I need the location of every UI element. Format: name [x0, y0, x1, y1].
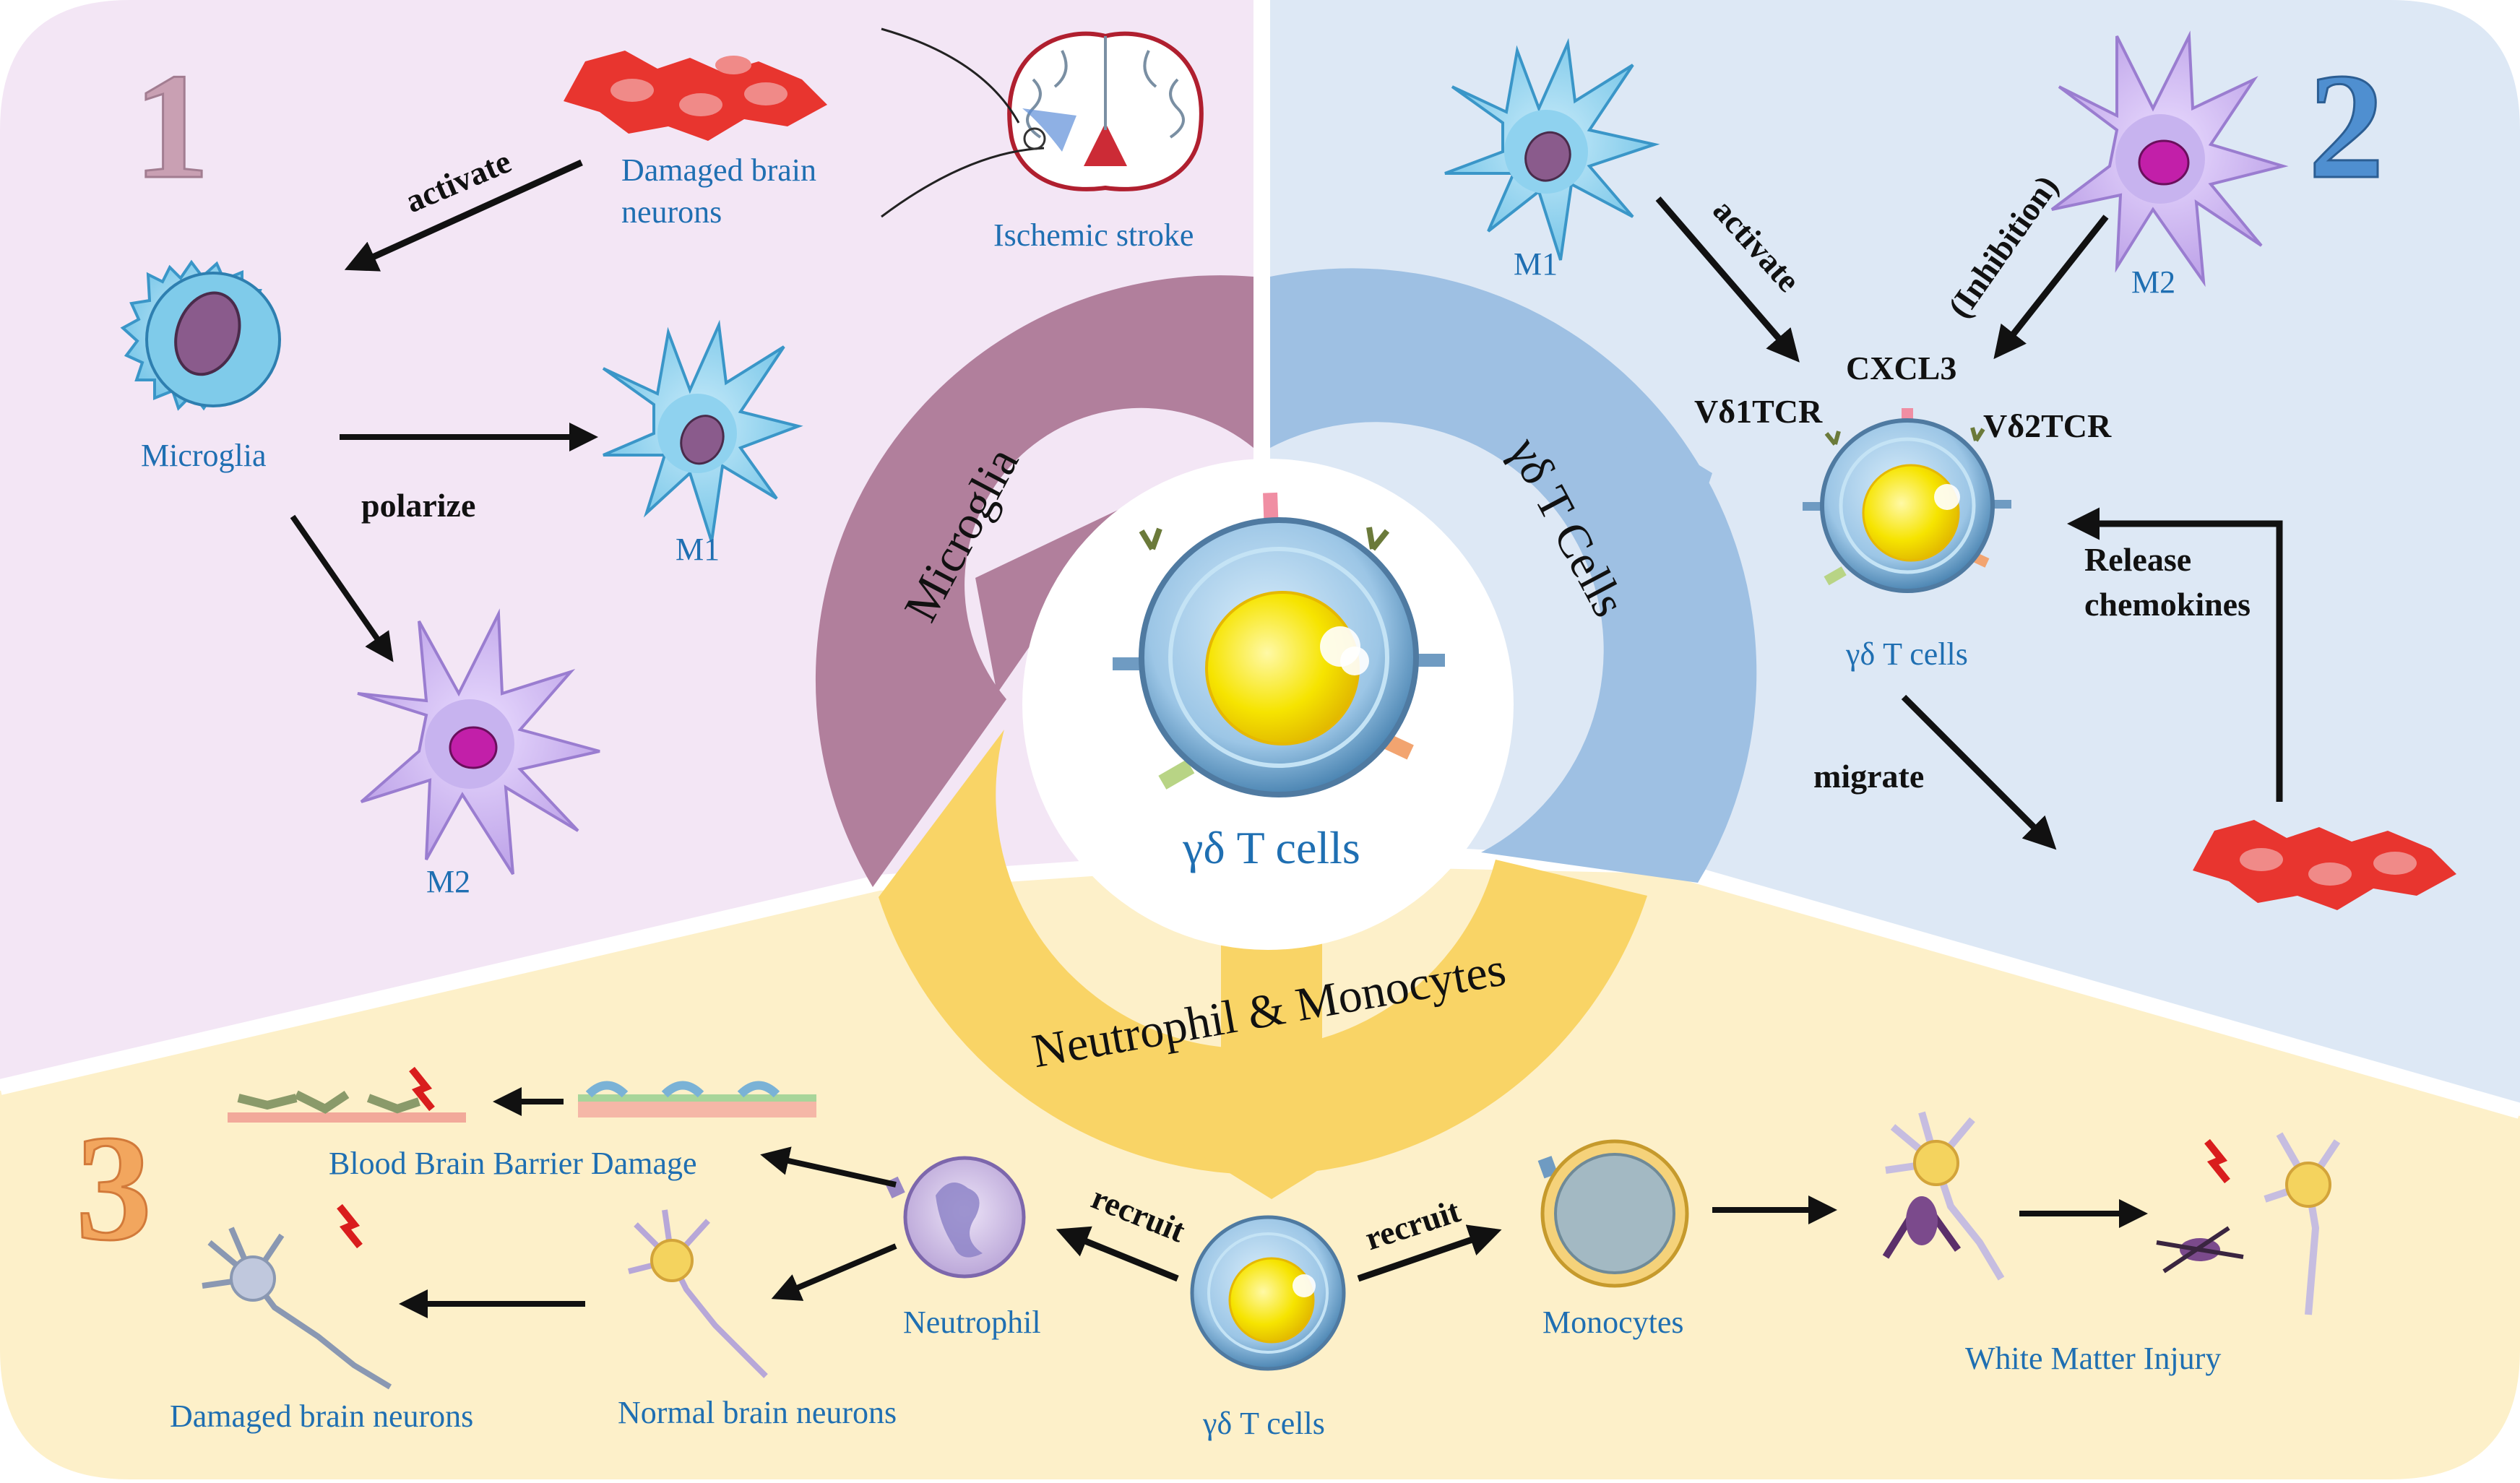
m2-label-p1: M2 [426, 864, 470, 899]
ring-segment-gd [1270, 268, 1757, 883]
neutrophil-cell [884, 1156, 1026, 1279]
bbb-healthy-icon [578, 1081, 816, 1117]
center-gd-t-cell [1113, 492, 1445, 797]
migrate-arrow [1901, 694, 2057, 850]
panel2-number: 2 [2308, 43, 2384, 210]
activate-arrow-p1 [344, 159, 583, 272]
normal-neurons-label: Normal brain neurons [618, 1395, 897, 1430]
monocytes-label: Monocytes [1542, 1305, 1684, 1340]
polarize-arrow-to-m2 [290, 514, 394, 662]
ring-segment-microglia [815, 275, 1253, 887]
damaged-neurons-label-line2: neurons [621, 194, 722, 230]
m1-label-p2: M1 [1514, 246, 1558, 282]
bbb-damaged-icon [228, 1066, 466, 1123]
gd-t-cell-p3 [1190, 1215, 1346, 1371]
recruit-left-arrow [1056, 1226, 1179, 1282]
ring-segment-neutro [879, 730, 1647, 1175]
neutrophil-label: Neutrophil [903, 1305, 1041, 1340]
brain-icon [1007, 31, 1204, 191]
monocyte-cell [1537, 1139, 1689, 1288]
gd-label-p3: γδ T cells [1202, 1406, 1325, 1441]
panel3-number: 3 [76, 1104, 152, 1272]
ring-arrow-gd [1611, 412, 1712, 571]
white-matter-icon-1 [1882, 1111, 2005, 1281]
vd2tcr-label: Vδ2TCR [1983, 407, 2112, 444]
center-gd-label: γδ T cells [1182, 822, 1360, 873]
damaged-neurons-icon-p2 [2193, 820, 2456, 910]
release-label-line1: Release [2084, 541, 2191, 578]
recruit-right-arrow [1357, 1224, 1502, 1282]
m1-cell-p2 [1444, 38, 1660, 261]
damaged-neurons-icon [564, 51, 827, 141]
microglia-label: Microglia [141, 438, 267, 473]
migrate-label: migrate [1813, 758, 1924, 795]
vd1tcr-label: Vδ1TCR [1694, 393, 1823, 430]
panel1-background [0, 0, 1253, 1084]
polarize-label: polarize [361, 487, 475, 524]
m2-cell-p1 [357, 608, 600, 875]
gd-label-p2: γδ T cells [1845, 636, 1968, 672]
stroke-pointer-lines [881, 27, 1045, 218]
bbb-damage-label: Blood Brain Barrier Damage [329, 1146, 697, 1181]
damaged-neurons-label-p3: Damaged brain neurons [170, 1398, 473, 1434]
m2-cell-p2 [2050, 30, 2289, 287]
m1-cell-p1 [602, 319, 803, 542]
activate-arrow-p2 [1655, 196, 1800, 363]
normal-neuron-icon [628, 1209, 768, 1378]
panel1-number: 1 [134, 43, 210, 210]
cxcl3-label: CXCL3 [1846, 350, 1956, 386]
m1-label-p1: M1 [676, 532, 720, 567]
neutrophil-to-bbb-arrow [760, 1146, 897, 1188]
release-chemokines-arrow [2067, 507, 2283, 802]
inhibition-arrow [1993, 215, 2109, 360]
gd-t-cell-p2 [1803, 408, 2011, 593]
ring-arrow-neutro [1167, 928, 1376, 1199]
neutrophil-to-neuron-arrow [771, 1243, 897, 1301]
release-label-line2: chemokines [2084, 586, 2251, 623]
white-matter-icon-2 [2156, 1132, 2341, 1315]
white-matter-label: White Matter Injury [1965, 1341, 2221, 1376]
damaged-neuron-icon [202, 1203, 392, 1390]
damaged-neurons-label-line1: Damaged brain [621, 152, 816, 188]
microglia-cell [120, 259, 281, 411]
ischemic-stroke-label: Ischemic stroke [993, 217, 1194, 253]
m2-label-p2: M2 [2131, 264, 2175, 300]
